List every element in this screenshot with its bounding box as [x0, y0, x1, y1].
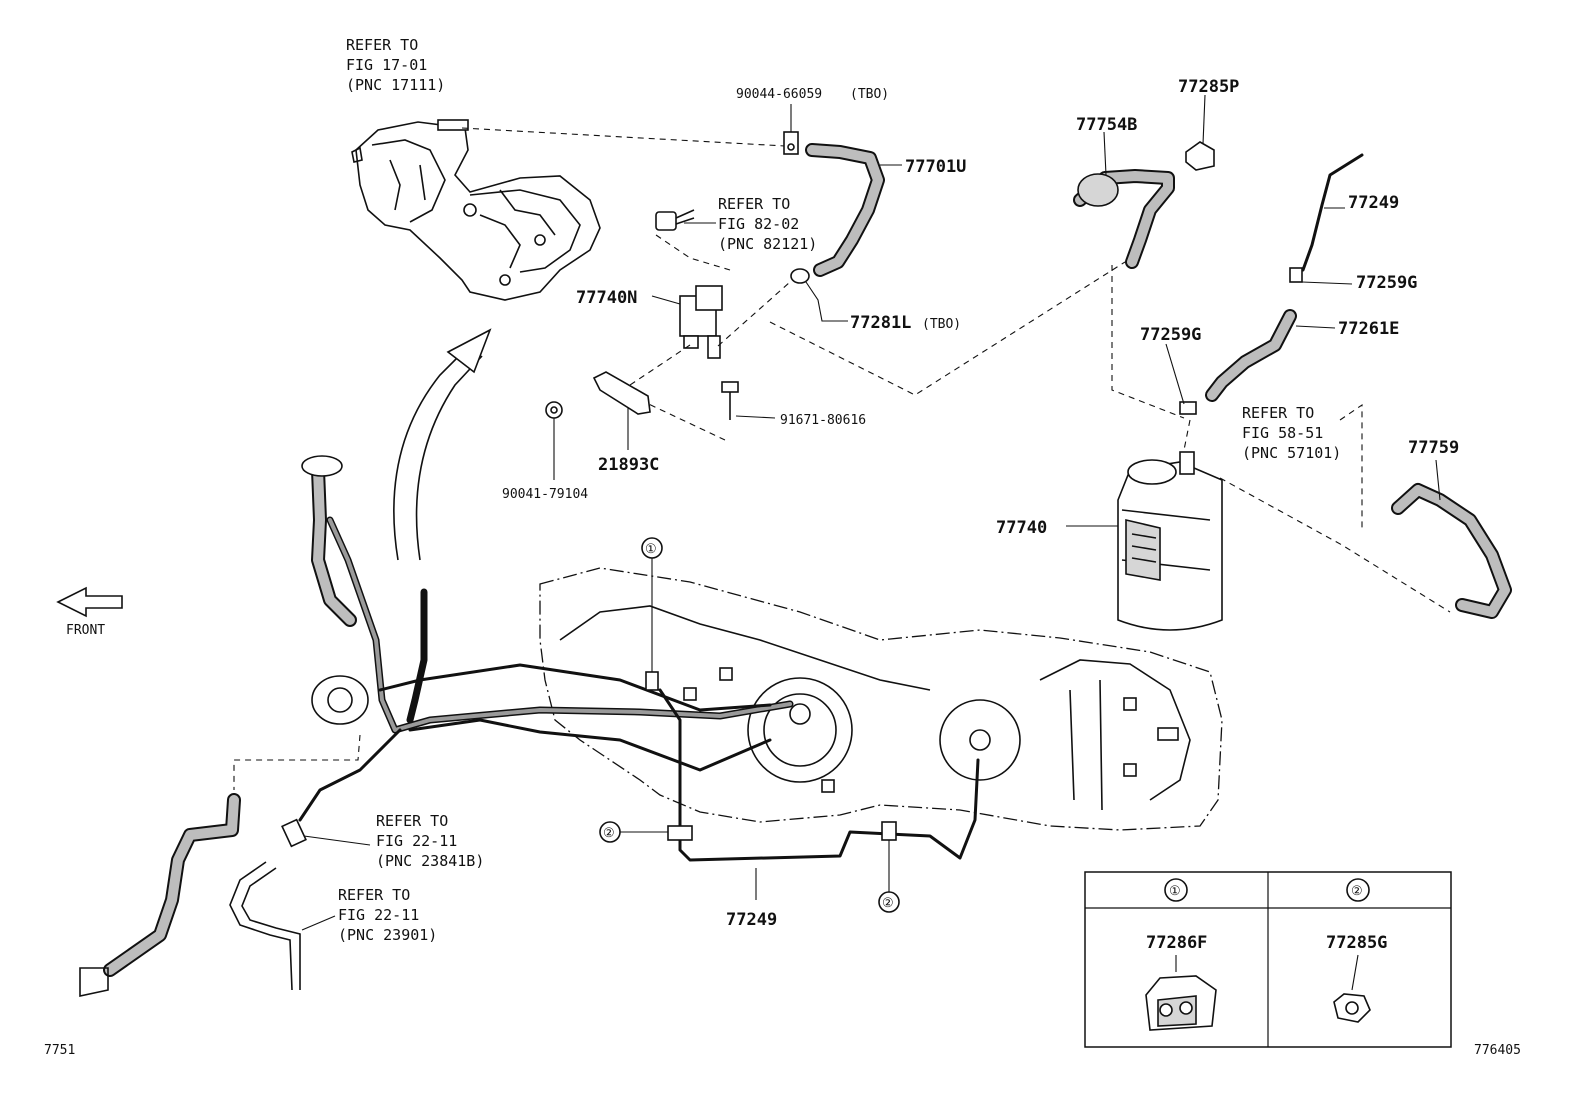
pipe-77249-lower: 77249 [726, 868, 777, 930]
clip-77285p: 77285P [1178, 77, 1239, 171]
hose-77701u: 77701U [805, 143, 966, 277]
svg-text:77259G: 77259G [1140, 325, 1201, 345]
hose-lower-left [79, 793, 241, 997]
svg-text:77740: 77740 [996, 518, 1047, 538]
svg-text:REFER TO: REFER TO [346, 36, 418, 54]
svg-text:①: ① [645, 542, 657, 557]
svg-text:21893C: 21893C [598, 455, 659, 475]
vsv-77740n: 77740N [576, 285, 723, 359]
part-90044-66059: 90044-66059 (TBO) [736, 87, 889, 155]
svg-text:(TBO): (TBO) [922, 317, 961, 332]
svg-text:FIG 22-11: FIG 22-11 [338, 906, 419, 924]
pipe-77249-upper: 77249 [1301, 153, 1399, 272]
charcoal-canister-77740: 77740 [996, 451, 1223, 631]
svg-text:77285P: 77285P [1178, 77, 1239, 97]
legend-callout-1: ① [1169, 884, 1181, 899]
legend-part-77286f: 77286F [1146, 933, 1207, 953]
fuel-tank-illustration [539, 567, 1223, 831]
svg-text:②: ② [603, 826, 615, 841]
clamp-77259g-left: 77259G [1140, 325, 1201, 415]
svg-text:REFER TO: REFER TO [718, 195, 790, 213]
refer-fig-58-51: REFER TO FIG 58-51 (PNC 57101) [1242, 404, 1341, 462]
svg-text:(TBO): (TBO) [850, 87, 889, 102]
figure-code-left: 7751 [44, 1043, 75, 1058]
front-direction-arrow: FRONT [56, 586, 123, 638]
bolt-91671-80616: 91671-80616 [721, 381, 866, 428]
callout-2b-clamp: ② [878, 821, 900, 913]
clip-77281l: 77281L (TBO) [790, 268, 961, 333]
svg-text:(PNC 57101): (PNC 57101) [1242, 444, 1341, 462]
svg-text:90044-66059: 90044-66059 [736, 87, 822, 102]
svg-text:77759: 77759 [1408, 438, 1459, 458]
svg-text:77249: 77249 [1348, 193, 1399, 213]
svg-text:FIG 58-51: FIG 58-51 [1242, 424, 1323, 442]
clamp-77259g-right: 77259G [1289, 267, 1417, 293]
svg-text:77701U: 77701U [905, 157, 966, 177]
fuel-filler-neck [301, 455, 980, 862]
svg-text:REFER TO: REFER TO [1242, 404, 1314, 422]
callout-2a-clamp: ② [599, 821, 693, 843]
legend-callout-2: ② [1351, 884, 1363, 899]
legend-part-77285g: 77285G [1326, 933, 1387, 953]
svg-text:77249: 77249 [726, 910, 777, 930]
connector-fig-82-02: REFER TO FIG 82-02 (PNC 82121) [655, 195, 817, 271]
clamp-legend-table: ① ② 77286F 77285G [1084, 871, 1452, 1048]
svg-text:77261E: 77261E [1338, 319, 1399, 339]
svg-text:90041-79104: 90041-79104 [502, 487, 588, 502]
svg-text:(PNC 82121): (PNC 82121) [718, 235, 817, 253]
svg-text:(PNC 23841B): (PNC 23841B) [376, 852, 484, 870]
hose-fig-22-11-23901: REFER TO FIG 22-11 (PNC 23901) [229, 861, 437, 991]
callout-1-clamp: ① [641, 537, 663, 691]
svg-text:REFER TO: REFER TO [376, 812, 448, 830]
hose-77754b: 77754B [1073, 115, 1175, 269]
refer-fig-17-01: REFER TO FIG 17-01 (PNC 17111) [346, 36, 445, 94]
valve-fig-22-11-23841b: REFER TO FIG 22-11 (PNC 23841B) [281, 728, 484, 870]
svg-text:91671-80616: 91671-80616 [780, 413, 866, 428]
svg-text:(PNC 17111): (PNC 17111) [346, 76, 445, 94]
intake-manifold-illustration [351, 119, 601, 301]
svg-text:FIG 17-01: FIG 17-01 [346, 56, 427, 74]
svg-text:77754B: 77754B [1076, 115, 1137, 135]
svg-text:77740N: 77740N [576, 288, 637, 308]
svg-text:FIG 82-02: FIG 82-02 [718, 215, 799, 233]
svg-text:77281L: 77281L [850, 313, 911, 333]
bracket-21893c: 21893C [592, 371, 659, 475]
hose-77759: 77759 [1391, 438, 1512, 619]
svg-text:77259G: 77259G [1356, 273, 1417, 293]
figure-code-right: 776405 [1474, 1043, 1521, 1058]
svg-text:(PNC 23901): (PNC 23901) [338, 926, 437, 944]
nut-90041-79104: 90041-79104 [502, 401, 588, 502]
svg-text:FIG 22-11: FIG 22-11 [376, 832, 457, 850]
svg-text:②: ② [882, 896, 894, 911]
hose-77261e: 77261E [1205, 309, 1399, 402]
svg-text:REFER TO: REFER TO [338, 886, 410, 904]
curved-pointer-arrow [393, 328, 492, 561]
svg-text:FRONT: FRONT [66, 623, 105, 638]
